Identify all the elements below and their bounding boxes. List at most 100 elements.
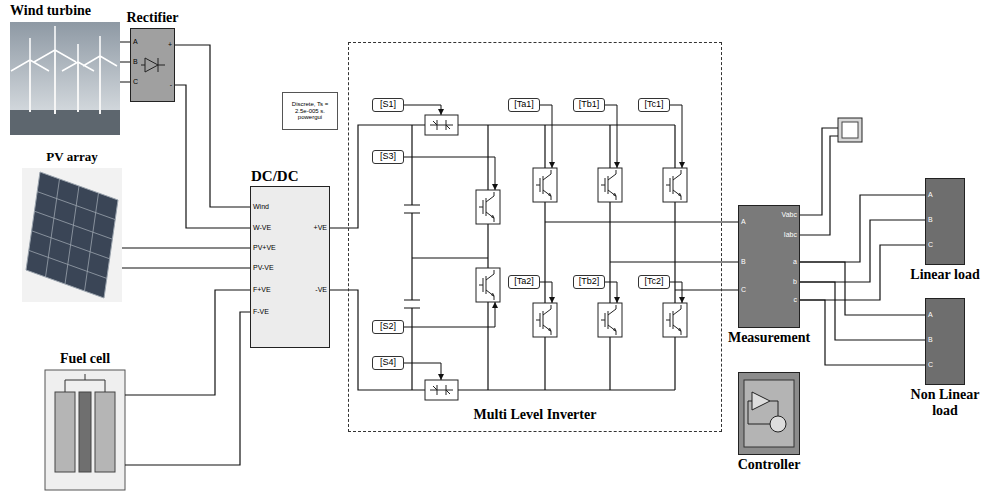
gain-symbol bbox=[752, 392, 770, 410]
gate-signal-line bbox=[404, 363, 441, 380]
inverter-wiring bbox=[348, 125, 722, 390]
block-text: [Ta2] bbox=[514, 277, 534, 287]
port-label: A bbox=[928, 190, 933, 200]
port-label: B bbox=[741, 257, 746, 267]
gate-signal-line bbox=[670, 105, 682, 168]
turbine-blades bbox=[11, 26, 117, 71]
wire-connector bbox=[120, 42, 130, 82]
port-label: W-VE bbox=[253, 223, 271, 233]
goto-tag: [Tb2] bbox=[573, 275, 605, 289]
wire-connector bbox=[125, 290, 250, 465]
fuel-cell-photo bbox=[45, 370, 125, 490]
pv-photo-ground bbox=[22, 168, 122, 302]
port-label: B bbox=[133, 57, 138, 67]
igbt-switch bbox=[663, 303, 687, 337]
port-label: Wind bbox=[253, 202, 269, 212]
block-heading: Multi Level Inverter bbox=[349, 407, 721, 423]
fuel-cell-plate bbox=[55, 392, 75, 472]
igbt-switch bbox=[476, 190, 500, 224]
port-label: B bbox=[928, 215, 933, 225]
goto-tag: [S2] bbox=[372, 320, 404, 334]
controller-face bbox=[744, 380, 794, 447]
block-text: [Tc2] bbox=[644, 277, 663, 287]
wire-connector bbox=[800, 195, 925, 300]
diode-symbol bbox=[141, 58, 165, 72]
gate-signal-line bbox=[540, 105, 552, 168]
port-label: - bbox=[170, 80, 172, 90]
igbt-switch bbox=[663, 168, 687, 202]
block-text: [S3] bbox=[380, 152, 396, 162]
goto-tag: [Ta1] bbox=[508, 98, 540, 112]
sea bbox=[10, 110, 120, 135]
block-heading: Linear load bbox=[910, 267, 979, 283]
fuel-cell-wires bbox=[65, 374, 105, 392]
gate-signal-line bbox=[404, 302, 495, 327]
bidirectional-switch bbox=[425, 115, 458, 135]
port-label: C bbox=[928, 360, 933, 370]
goto-tag: [Tb1] bbox=[573, 98, 605, 112]
load-block bbox=[925, 298, 965, 385]
wire-connector bbox=[175, 45, 250, 228]
block-heading: PV array bbox=[46, 149, 97, 165]
measurement-block bbox=[738, 205, 800, 328]
block-text: [S2] bbox=[380, 322, 396, 332]
block-text: [Tc1] bbox=[644, 100, 663, 110]
dcdc-block bbox=[250, 186, 330, 348]
port-label: c bbox=[794, 295, 798, 305]
load-block bbox=[925, 178, 965, 265]
block-heading: Fuel cell bbox=[60, 351, 110, 367]
port-label: PV+VE bbox=[253, 243, 276, 253]
block-heading: Measurement bbox=[728, 330, 810, 346]
port-label: C bbox=[928, 240, 933, 250]
gate-signal-line bbox=[670, 282, 682, 303]
block-text: Discrete, Ts = 2.5e-005 s. bbox=[285, 101, 335, 114]
port-label: C bbox=[133, 77, 138, 87]
sum-symbol bbox=[770, 416, 786, 432]
block-text: [Tb2] bbox=[579, 277, 600, 287]
block-heading: Wind turbine bbox=[10, 3, 91, 19]
port-label: PV-VE bbox=[253, 263, 274, 273]
igbt-switch bbox=[533, 303, 557, 337]
wire-connector bbox=[122, 248, 250, 268]
measurement-block: Measurement bbox=[738, 205, 800, 328]
block-heading: DC/DC bbox=[251, 168, 299, 184]
port-label: -VE bbox=[315, 285, 327, 295]
igbt-switch bbox=[476, 268, 500, 302]
port-label: F+VE bbox=[253, 285, 271, 295]
wind-turbine: Wind turbine bbox=[10, 22, 120, 135]
block-text: [Tb1] bbox=[579, 100, 600, 110]
fuel-cell-membrane bbox=[79, 392, 91, 472]
goto-tag: [Tc2] bbox=[638, 275, 670, 289]
port-label: Vabc bbox=[782, 210, 797, 220]
pv-panel bbox=[26, 172, 118, 298]
rectifier-block bbox=[130, 28, 175, 102]
bidirectional-switch bbox=[425, 380, 458, 400]
scope-wires bbox=[800, 128, 838, 235]
gate-signal-line bbox=[540, 282, 552, 303]
powergui-block: Discrete, Ts = 2.5e-005 s.powergui bbox=[282, 92, 338, 130]
goto-tag: [S1] bbox=[372, 98, 404, 112]
pv-cell-grid bbox=[29, 179, 115, 291]
wind-turbine-photo bbox=[10, 22, 120, 135]
goto-tag: [S4] bbox=[372, 356, 404, 370]
igbt-switch bbox=[598, 168, 622, 202]
port-label: b bbox=[793, 277, 797, 287]
port-label: A bbox=[928, 310, 933, 320]
block-text: [S1] bbox=[380, 100, 396, 110]
goto-tag: [Ta2] bbox=[508, 275, 540, 289]
fuel-cell-plate bbox=[95, 392, 115, 472]
port-label: B bbox=[928, 335, 933, 345]
goto-tag: [Tc1] bbox=[638, 98, 670, 112]
wire-connector bbox=[330, 228, 348, 290]
port-label: C bbox=[741, 285, 746, 295]
gate-signal-line bbox=[605, 105, 617, 168]
controller-lines bbox=[748, 401, 778, 424]
pv-array: PV array bbox=[22, 168, 122, 302]
gate-signal-line bbox=[404, 157, 495, 190]
port-label: + bbox=[168, 40, 172, 50]
wire-connector bbox=[722, 222, 738, 290]
goto-tag: [S3] bbox=[372, 150, 404, 164]
igbt-switch bbox=[533, 168, 557, 202]
block-text: [Ta1] bbox=[514, 100, 534, 110]
